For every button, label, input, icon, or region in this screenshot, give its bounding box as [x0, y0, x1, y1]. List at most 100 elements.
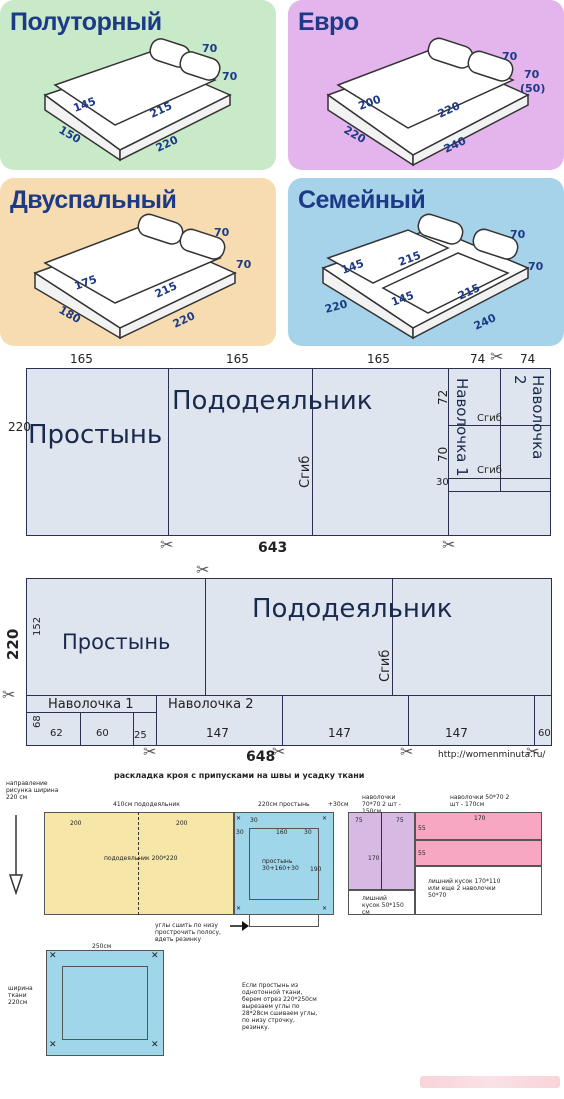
dim-label: 70 [502, 50, 518, 63]
dim-label: 70 [528, 260, 544, 273]
total-length: 648 [246, 749, 276, 765]
bed-illustration: 70 70 175 215 180 220 [33, 213, 252, 340]
bed-illustration: 70 70 (50) 200 220 220 240 [326, 37, 545, 167]
divider [500, 368, 501, 491]
sheet-label: Простынь [62, 630, 171, 654]
divider [168, 368, 169, 536]
scissors-icon: ✂ [526, 744, 540, 761]
divider [205, 578, 206, 695]
height-dim: 72 [436, 389, 450, 405]
fabric-layout [26, 578, 552, 746]
pillowcase-50-block [415, 840, 542, 866]
height-dim: 55 [418, 825, 426, 832]
extra-piece [348, 890, 415, 915]
extra-piece-label: лишний кусок 50*150 см [362, 895, 404, 916]
sheet-inner [62, 966, 148, 1040]
divider [408, 695, 409, 746]
dim-label: (50) [520, 82, 545, 95]
width-dim: 160 [276, 829, 288, 836]
bed-title: Семейный [298, 186, 426, 214]
fold-label: Сгиб [477, 413, 502, 424]
bed-panel-semeyny: 70 70 145 215 145 215 220 240 Семейный [288, 178, 564, 346]
duvet-label: Пододеяльник [252, 594, 453, 624]
width-dim: 75 [396, 817, 404, 824]
scissors-icon: ✂ [160, 537, 174, 554]
duvet-block [44, 812, 234, 915]
width-dim: 74 [520, 352, 536, 366]
fold-label: Сгиб [477, 465, 502, 476]
divider [448, 478, 551, 479]
width-dim: 165 [367, 352, 390, 366]
pillowcase-2-label: Наволочка 2 [511, 375, 547, 460]
scissors-icon: ✂ [143, 744, 157, 761]
bed-title: Евро [298, 8, 359, 36]
watermark [420, 1076, 560, 1088]
corner-cut-mark: ✕ [151, 951, 159, 961]
sheet-block-2 [46, 950, 164, 1056]
layout-title: раскладка кроя с припусками на швы и уса… [114, 771, 365, 780]
width-dim: 170 [474, 815, 486, 822]
source-url[interactable]: http://womenminuta.ru/ [438, 750, 546, 760]
scissors-icon: ✂ [272, 744, 286, 761]
extra-piece-label: лишний кусок 170*110 или еще 2 наволочки… [428, 878, 501, 899]
sheet-caption: простынь 30+160+30 [262, 858, 299, 872]
extra-piece [415, 866, 542, 915]
sheet-width-label: 220см простынь [258, 801, 310, 808]
bed-illustration: 70 70 145 215 150 220 [43, 38, 238, 162]
corner-note: углы сшить по низу прострочить полосу, в… [155, 922, 221, 943]
width-dim: 165 [70, 352, 93, 366]
height-dim: 220 [4, 628, 22, 660]
width-dim: 147 [328, 726, 351, 740]
bed-illustration: 70 70 145 215 145 215 220 240 [321, 213, 544, 340]
divider [312, 368, 313, 536]
corner-cut-mark: ✕ [49, 951, 57, 961]
width-dim: 74 [470, 352, 486, 366]
duvet-caption: пододеяльник 200*220 [104, 855, 178, 862]
dim-label: 240 [472, 311, 499, 333]
divider [392, 578, 393, 695]
height-dim: 70 [436, 446, 450, 462]
pillowcase-50-block [415, 812, 542, 840]
pillowcase-1-label: Наволочка 1 [453, 378, 471, 477]
divider [381, 812, 382, 890]
width-dim: 62 [50, 728, 63, 739]
bottom-note: Если простынь из однотонной ткани, берем… [242, 982, 318, 1031]
corner-cut-mark: ✕ [151, 1040, 159, 1050]
duvet-label: Пододеяльник [172, 386, 373, 416]
arrow-right-icon [230, 921, 249, 931]
width-dim: 165 [226, 352, 249, 366]
bed-panel-dvuspalny: 70 70 175 215 180 220 Двуспальный [0, 178, 276, 346]
fold-label: Сгиб [298, 455, 313, 488]
sheet-extension [249, 915, 319, 927]
fold-label: Сгиб [378, 649, 393, 682]
width-dim: 200 [176, 820, 188, 827]
width-dim: 60 [538, 728, 551, 739]
width-dim: 30 [236, 829, 244, 836]
height-dim: 190 [310, 866, 322, 873]
bed-panel-polutorny: 70 70 145 215 150 220 Полуторный [0, 0, 276, 170]
width-dim: 30 [250, 817, 258, 824]
pillowcase-1-label: Наволочка 1 [48, 697, 134, 712]
divider [448, 491, 551, 492]
scissors-icon: ✂ [490, 349, 504, 366]
duvet-width-label: 410см пододеяльник [113, 801, 180, 808]
height-dim: 68 [32, 715, 43, 728]
corner-cut-mark: ✕ [322, 905, 328, 912]
divider [26, 695, 552, 696]
sheet2-width-label: 250см [92, 943, 112, 950]
plus-label: +30см [328, 801, 349, 808]
width-dim: 30 [304, 829, 312, 836]
width-dim: 147 [445, 726, 468, 740]
corner-cut-mark: ✕ [236, 905, 242, 912]
scissors-icon: ✂ [442, 537, 456, 554]
corner-cut-mark: ✕ [49, 1040, 57, 1050]
arrow-down-icon [8, 815, 24, 895]
divider [282, 695, 283, 746]
divider [448, 368, 449, 536]
height-dim: 55 [418, 850, 426, 857]
width-dim: 75 [355, 817, 363, 824]
divider [26, 712, 156, 713]
divider [156, 695, 157, 746]
fold-line [138, 812, 139, 915]
